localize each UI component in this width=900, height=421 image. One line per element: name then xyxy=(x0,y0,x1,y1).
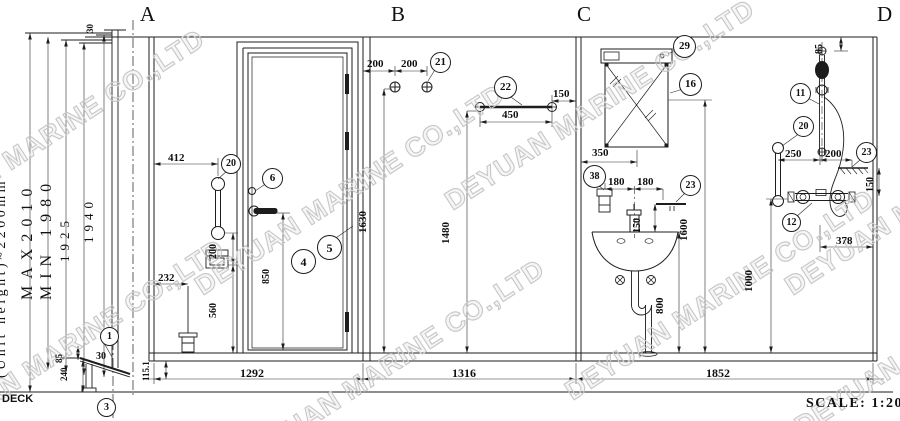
dim-800-label: 800 xyxy=(654,297,666,315)
dim-150-dish-label: 150 xyxy=(865,177,876,192)
section-label-d: D xyxy=(877,2,893,26)
dim-85-coaming-label: 85 xyxy=(54,354,64,363)
dim-150-faucet-label: 150 xyxy=(632,218,643,233)
shower-mixer xyxy=(787,189,856,204)
dim-1316-label: 1316 xyxy=(452,366,476,380)
section-b-dimensions xyxy=(363,66,576,353)
section-label-b: B xyxy=(391,2,406,26)
dim-1852-label: 1852 xyxy=(706,366,730,380)
dim-560-label: 560 xyxy=(208,303,219,318)
dim-180-left-label: 180 xyxy=(608,176,625,188)
callout-12: 12 xyxy=(782,213,801,232)
dim-200-hook1-label: 200 xyxy=(367,58,384,70)
door-handle xyxy=(248,187,278,217)
tumbler-holder xyxy=(596,188,613,213)
dim-1600-label: 1600 xyxy=(678,219,690,241)
section-d-dimensions xyxy=(766,37,881,353)
dim-1480-label: 1480 xyxy=(440,222,452,244)
callout-20-d: 20 xyxy=(793,116,814,137)
callout-6: 6 xyxy=(262,168,283,189)
dim-1292-label: 1292 xyxy=(240,366,264,380)
section-label-c: C xyxy=(577,2,592,26)
callout-16: 16 xyxy=(679,73,702,96)
dim-1000-label: 1000 xyxy=(743,270,755,292)
walls-and-floor xyxy=(0,36,893,393)
dim-232-label: 232 xyxy=(158,272,175,284)
callout-20-a: 20 xyxy=(221,154,241,174)
callout-29: 29 xyxy=(673,35,696,58)
callout-21: 21 xyxy=(430,52,451,73)
bottom-dimensions xyxy=(143,363,884,384)
coat-hooks xyxy=(389,81,433,93)
toilet-brush xyxy=(178,286,198,353)
soap-dish-c xyxy=(656,203,686,211)
dim-350-label: 350 xyxy=(592,147,609,159)
dim-1925-label: 1925 xyxy=(57,216,72,262)
min-height-label: MIN 1980 xyxy=(38,176,55,300)
callout-22: 22 xyxy=(494,76,517,99)
section-label-a: A xyxy=(140,2,156,26)
door xyxy=(236,41,359,354)
grab-rail-a xyxy=(211,177,225,240)
dim-180-right-label: 180 xyxy=(637,176,654,188)
callout-23-d: 23 xyxy=(856,142,877,163)
section-a-dimensions xyxy=(154,158,290,379)
shower-column xyxy=(815,46,848,217)
dim-250-label: 250 xyxy=(785,148,802,160)
dim-1940-label: 1940 xyxy=(81,197,96,243)
dim-85-head-label: 85 xyxy=(814,44,825,54)
callout-38: 38 xyxy=(583,165,606,188)
centerlines-left xyxy=(112,20,134,418)
dim-200-hook2-label: 200 xyxy=(401,58,418,70)
dim-30-top-label: 30 xyxy=(85,24,95,33)
callout-1: 1 xyxy=(100,327,119,346)
callout-4: 4 xyxy=(291,249,316,274)
grab-rail-d xyxy=(772,142,784,207)
dim-200-dish-label: 200 xyxy=(825,148,842,160)
dim-378-label: 378 xyxy=(836,235,853,247)
callout-11: 11 xyxy=(790,83,811,104)
callout-5: 5 xyxy=(317,235,342,260)
dim-850-label: 850 xyxy=(261,269,272,284)
scale-note: SCALE: 1:20 xyxy=(806,396,900,411)
deck-coaming-elevation xyxy=(25,29,131,393)
dim-240-coaming-label: 240 xyxy=(59,367,69,382)
elevation-dimension-lines xyxy=(28,33,113,392)
soap-dish-d xyxy=(838,167,869,175)
section-c-dimensions xyxy=(581,99,712,353)
dim-150-rail-label: 150 xyxy=(553,88,570,100)
dim-200-holder-label: 200 xyxy=(208,244,219,259)
mirror-cabinet xyxy=(604,62,669,148)
deck-label: DECK xyxy=(2,393,34,405)
wash-basin xyxy=(591,231,679,357)
dim-450-label: 450 xyxy=(502,109,519,121)
callout-3: 3 xyxy=(97,398,116,417)
max-height-label: MAX2010 xyxy=(19,181,36,300)
dim-115-label: 115.1 xyxy=(141,361,151,381)
dim-30-slope-label: 30 xyxy=(96,351,106,362)
unit-height-label: (Unit height)~2200mm xyxy=(0,177,9,378)
door-hinges xyxy=(345,74,349,332)
callout-23-c: 23 xyxy=(680,175,701,196)
dim-1630-label: 1630 xyxy=(357,211,369,233)
paper-holder xyxy=(205,249,229,269)
dim-412-label: 412 xyxy=(168,152,185,164)
